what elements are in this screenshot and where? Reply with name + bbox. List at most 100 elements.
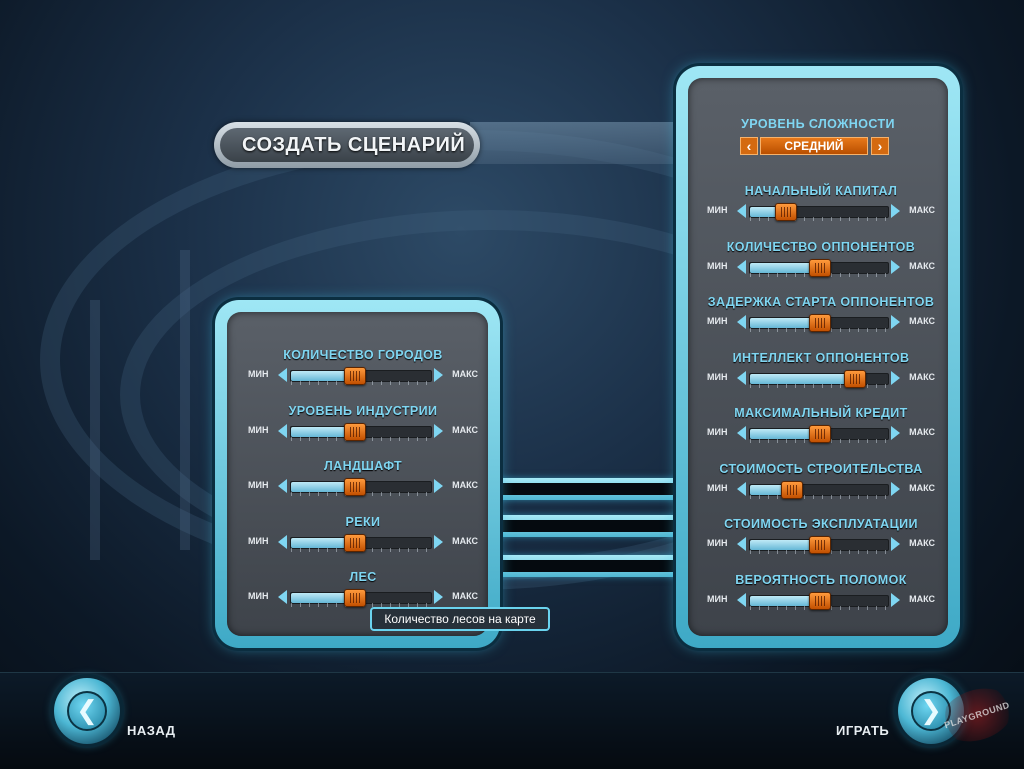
setting-label: СТОИМОСТЬ СТРОИТЕЛЬСТВА	[719, 461, 923, 476]
slider-decrease-arrow-icon[interactable]	[737, 592, 746, 607]
world-settings-panel	[215, 300, 500, 648]
slider-increase-arrow-icon[interactable]	[891, 426, 900, 440]
setting-label: КОЛИЧЕСТВО ГОРОДОВ	[283, 348, 443, 362]
slider-increase-arrow-icon[interactable]	[891, 481, 900, 496]
slider-track[interactable]	[749, 369, 889, 388]
slider-decrease-arrow-icon[interactable]	[278, 534, 287, 549]
slider-min-label: МИН	[707, 371, 728, 382]
slider-track[interactable]	[749, 536, 889, 554]
slider-thumb[interactable]	[344, 367, 366, 385]
slider-thumb[interactable]	[809, 314, 831, 332]
slider-decrease-arrow-icon[interactable]	[737, 259, 746, 274]
setting-label: ВЕРОЯТНОСТЬ ПОЛОМОК	[735, 572, 907, 587]
slider-increase-arrow-icon[interactable]	[434, 423, 443, 438]
slider-increase-arrow-icon[interactable]	[891, 537, 900, 551]
slider-track[interactable]	[749, 591, 889, 610]
slider-decrease-arrow-icon[interactable]	[737, 204, 746, 218]
slider-min-label: МИН	[248, 369, 269, 379]
slider-increase-arrow-icon[interactable]	[434, 590, 443, 604]
slider-thumb[interactable]	[344, 533, 366, 552]
slider-increase-arrow-icon[interactable]	[891, 204, 900, 218]
slider-track[interactable]	[290, 533, 432, 552]
slider-fill	[291, 593, 354, 603]
slider-track[interactable]	[290, 422, 432, 441]
slider-thumb[interactable]	[809, 425, 831, 443]
slider-min-label: МИН	[248, 535, 269, 546]
slider-decrease-arrow-icon[interactable]	[278, 479, 287, 493]
arrow-left-icon: ❮	[67, 691, 107, 731]
slider-thumb[interactable]	[344, 422, 366, 441]
slider-thumb[interactable]	[809, 258, 831, 277]
title-connector	[470, 122, 682, 164]
slider-decrease-arrow-icon[interactable]	[278, 423, 287, 438]
slider-increase-arrow-icon[interactable]	[891, 259, 900, 274]
slider-fill	[750, 318, 819, 328]
back-button[interactable]: ❮	[54, 678, 120, 744]
slider-decrease-arrow-icon[interactable]	[737, 426, 746, 440]
opponent-settings-panel	[676, 66, 960, 648]
difficulty-prev-button[interactable]: ‹	[740, 137, 758, 155]
slider-min-label: МИН	[707, 205, 728, 215]
slider-track[interactable]	[749, 258, 889, 277]
bottom-bar	[0, 672, 1024, 769]
slider-increase-arrow-icon[interactable]	[891, 592, 900, 607]
slider-max-label: МАКС	[909, 538, 935, 548]
slider-thumb[interactable]	[809, 536, 831, 554]
slider-max-label: МАКС	[909, 316, 935, 326]
play-label[interactable]: ИГРАТЬ	[836, 723, 890, 738]
slider-thumb[interactable]	[843, 369, 866, 388]
slider-track[interactable]	[290, 478, 432, 496]
setting-label: СТОИМОСТЬ ЭКСПЛУАТАЦИИ	[724, 517, 918, 531]
slider-decrease-arrow-icon[interactable]	[737, 370, 746, 385]
slider-max-label: МАКС	[909, 427, 935, 437]
slider-track[interactable]	[749, 203, 889, 221]
slider-thumb[interactable]	[774, 203, 797, 221]
slider-thumb[interactable]	[344, 589, 366, 607]
slider-track[interactable]	[290, 589, 432, 607]
slider-max-label: МАКС	[452, 480, 478, 490]
slider-thumb[interactable]	[781, 480, 804, 499]
difficulty-next-button[interactable]: ›	[871, 137, 889, 155]
back-label[interactable]: НАЗАД	[127, 723, 176, 738]
slider-thumb[interactable]	[344, 478, 366, 496]
slider-increase-arrow-icon[interactable]	[434, 479, 443, 493]
slider[interactable]: МИН МАКС	[248, 366, 478, 385]
slider-decrease-arrow-icon[interactable]	[737, 315, 746, 329]
slider-fill	[750, 484, 792, 495]
difficulty-value: СРЕДНИЙ	[760, 137, 868, 155]
slider-track[interactable]	[749, 314, 889, 332]
page-title: СОЗДАТЬ СЦЕНАРИЙ	[220, 128, 474, 162]
slider-fill	[291, 482, 354, 492]
slider-thumb[interactable]	[809, 591, 831, 610]
slider-fill	[750, 429, 819, 439]
slider-increase-arrow-icon[interactable]	[891, 315, 900, 329]
slider-track[interactable]	[290, 367, 432, 385]
slider-decrease-arrow-icon[interactable]	[737, 537, 746, 551]
slider-decrease-arrow-icon[interactable]	[278, 368, 287, 382]
slider-increase-arrow-icon[interactable]	[434, 368, 443, 382]
slider-track[interactable]	[749, 425, 889, 443]
panel-connector	[492, 555, 682, 577]
slider-max-label: МАКС	[452, 369, 478, 379]
slider-decrease-arrow-icon[interactable]	[278, 590, 287, 604]
slider-increase-arrow-icon[interactable]	[891, 370, 900, 385]
slider-increase-arrow-icon[interactable]	[434, 534, 443, 549]
slider-decrease-arrow-icon[interactable]	[737, 481, 746, 496]
slider-track[interactable]	[749, 480, 889, 499]
